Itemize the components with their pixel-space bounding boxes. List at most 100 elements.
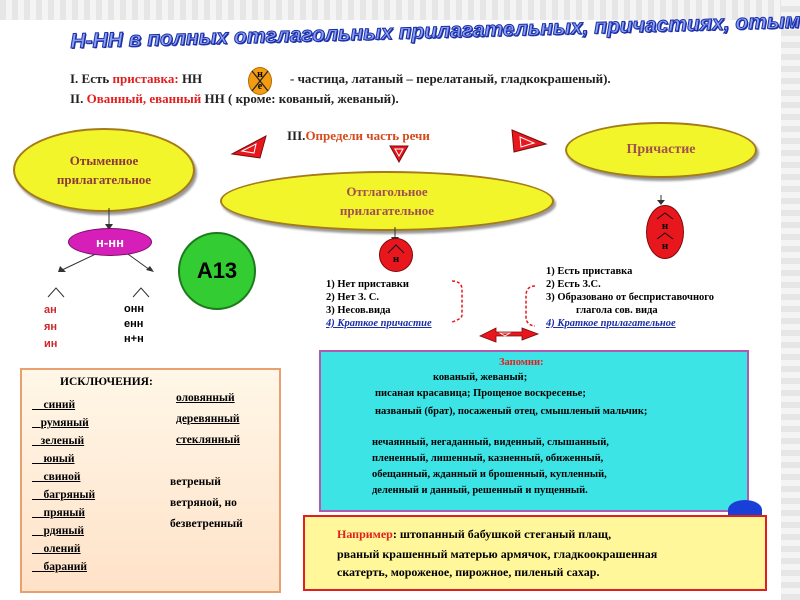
single-n-circle: н (379, 238, 413, 272)
exception-word-9: олений (43, 543, 81, 555)
exception-word-5: свиной (43, 471, 81, 483)
suffix-one-n-3: ин (44, 338, 58, 350)
exception-item-4: юный (32, 450, 95, 468)
top-edge-decoration (0, 0, 800, 20)
rule-one: I. Есть приставка: НН (70, 71, 202, 87)
exception-word-6: багряный (43, 489, 96, 501)
verbal-condition-2: 2) Нет З. С. (326, 292, 379, 303)
exception-item-1: синий (32, 396, 95, 414)
single-n-letter: н (392, 253, 400, 265)
exceptions-column-3: ветреный ветряной, но безветренный (170, 472, 243, 535)
participle-condition-3: 3) Образовано от бесприставочного (546, 292, 715, 303)
exception-item-9: олений (32, 540, 95, 558)
cross-icon (251, 70, 269, 92)
rule-three-text: Определи часть речи (305, 128, 430, 143)
memo-line-2: писаная красавица; Прощеное воскресенье; (375, 388, 586, 399)
exceptions-title: ИСКЛЮЧЕНИЯ: (60, 376, 153, 388)
exception-nn-2: деревянный (176, 413, 240, 425)
participle-node: Причастие (565, 122, 757, 178)
exception-wind-1: ветреный (170, 476, 221, 488)
verbal-adjective-node: Отглагольное прилагательное (220, 171, 554, 231)
rule-two-nn: НН (204, 91, 225, 106)
denominal-adjective-label: Отыменное прилагательное (56, 153, 152, 187)
caret-icon (387, 244, 405, 254)
caret-icon (656, 232, 674, 240)
rule-three-number: III. (287, 128, 306, 143)
rule-one-rest: - частица, латаный – перелатаный, гладко… (290, 71, 611, 86)
exception-item-2: румяный (32, 414, 95, 432)
example-line-2: рваный крашенный матерью армячок, гладко… (337, 547, 658, 561)
particle-ne-icon: н е (248, 67, 272, 95)
exception-item-10: бараний (32, 558, 95, 576)
exception-wind-3: безветренный (170, 518, 243, 530)
double-n-circle: н н (646, 205, 684, 259)
verbal-adjective-label: Отглагольное прилагательное (339, 184, 435, 218)
exception-item-7: пряный (32, 504, 95, 522)
participle-conditions: 1) Есть приставка 2) Есть З.С. 3) Образо… (546, 265, 714, 330)
example-box: Например: штопанный бабушкой стеганый пл… (303, 515, 767, 591)
rule-three: III.Определи часть речи (287, 128, 430, 144)
rule-one-nn: НН (181, 71, 203, 86)
verbal-conditions: 1) Нет приставки 2) Нет З. С. 3) Несов.в… (326, 278, 432, 330)
double-n-top-letter: н (661, 220, 669, 232)
rule-two-number: II. (70, 91, 84, 106)
exception-item-6: багряный (32, 486, 96, 504)
exception-word-1: синий (43, 399, 76, 411)
n-nn-badge: н-нн (68, 228, 152, 256)
exceptions-column-2: оловянный деревянный стеклянный (176, 388, 240, 451)
arrow-right-icon (511, 129, 548, 153)
arrow-left-icon (230, 135, 267, 159)
memo-line-5: плененный, лишенный, казненный, обиженны… (372, 453, 604, 464)
exception-item-3: зеленый (32, 432, 95, 450)
exception-word-7: пряный (43, 507, 85, 519)
rule-two-rest: ( кроме: кованый, жеваный). (228, 91, 399, 106)
exception-item-5: свиной (32, 468, 95, 486)
rule-two: II. Ованный, еванный НН ( кроме: кованый… (70, 91, 399, 107)
particle-bottom-letter: е (257, 81, 263, 92)
memo-box: Запомни: кованый, жеваный; писаная краса… (319, 350, 749, 512)
participle-condition-4: 4) Краткое прилагательное (546, 318, 676, 329)
right-edge-decoration (781, 0, 800, 600)
exception-word-8: рдяный (43, 525, 85, 537)
example-line-3: скатерть, мороженое, пирожное, пиленый с… (337, 565, 600, 579)
suffix-two-n-3: н+н (124, 333, 144, 345)
rule-two-suffixes: Ованный, еванный (86, 91, 202, 106)
memo-line-6: обещанный, жданный и брошенный, купленны… (372, 469, 607, 480)
verbal-condition-4: 4) Краткое причастие (326, 318, 432, 329)
exception-nn-3: стеклянный (176, 434, 241, 446)
exception-nn-1: оловянный (176, 392, 235, 404)
two-n-suffix-list: онн енн н+н (124, 302, 174, 347)
arrow-down-icon (389, 145, 409, 164)
participle-condition-3-cont: глагола сов. вида (576, 305, 658, 316)
memo-line-4: нечаянный, негаданный, виденный, слышанн… (372, 437, 609, 448)
example-lead: Например (337, 527, 393, 541)
participle-condition-1: 1) Есть приставка (546, 266, 633, 277)
exceptions-box: ИСКЛЮЧЕНИЯ: синий румяный зеленый юный с… (20, 368, 281, 593)
example-line-1: Например: штопанный бабушкой стеганый пл… (337, 527, 611, 542)
exception-word-10: бараний (43, 561, 88, 573)
exception-wind-2: ветряной, но (170, 497, 237, 509)
one-n-suffix-list: ан ян ин (44, 302, 74, 353)
exception-word-2: румяный (40, 417, 89, 429)
rule-one-prefix: приставка: (112, 71, 179, 86)
double-arrow-icon (479, 327, 540, 343)
denominal-adjective-node: Отыменное прилагательное (13, 128, 195, 212)
suffix-two-n-1: онн (124, 303, 145, 315)
suffix-one-n-2: ян (44, 321, 58, 333)
verbal-condition-3: 3) Несов.вида (326, 305, 391, 316)
memo-line-1: кованый, жеваный; (433, 372, 528, 383)
participle-label: Причастие (626, 142, 696, 157)
rule-one-number: I. Есть (70, 71, 110, 86)
exception-word-4: юный (43, 453, 75, 465)
suffix-two-n-2: енн (124, 318, 144, 330)
suffix-one-n-1: ан (44, 304, 57, 316)
memo-line-7: деленный и данный, решенный и пущенный. (372, 485, 588, 496)
exception-item-8: рдяный (32, 522, 95, 540)
a13-badge: А13 (178, 232, 256, 310)
memo-title: Запомни: (499, 357, 544, 368)
particle-top-letter: н (257, 69, 263, 80)
memo-line-3: названый (брат), посаженый отец, смышлен… (375, 406, 648, 417)
example-text-1: : штопанный бабушкой стеганый плащ, (392, 527, 612, 541)
participle-condition-2: 2) Есть З.С. (546, 279, 601, 290)
verbal-condition-1: 1) Нет приставки (326, 279, 409, 290)
